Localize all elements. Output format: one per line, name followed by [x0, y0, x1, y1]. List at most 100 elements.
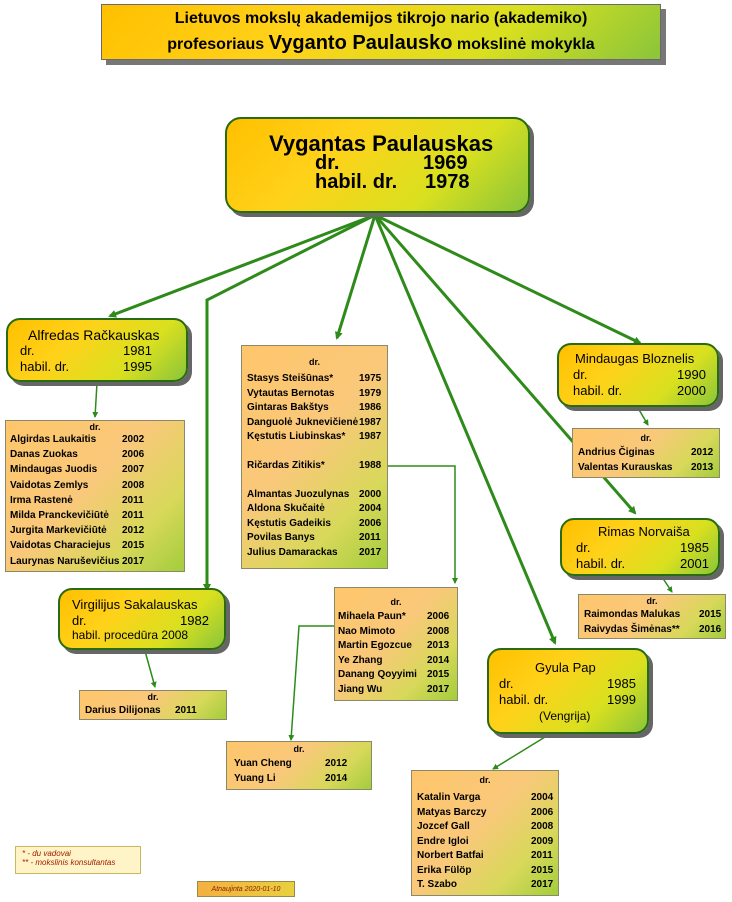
student-name: Jurgita Markevičiūtė [10, 525, 107, 537]
student-year: 2012 [122, 525, 145, 537]
student-year: 1987 [359, 431, 382, 443]
title-line-2: profesoriaus Vyganto Paulausko mokslinė … [102, 32, 660, 55]
student-year: 2012 [691, 447, 714, 458]
student-year: 2015 [122, 540, 145, 552]
pap-node: Gyula Pap dr. 1985 habil. dr. 1999 (Veng… [487, 648, 649, 734]
student-name: Raivydas Šimėnas** [584, 623, 680, 635]
bloznelis-name: Mindaugas Bloznelis [575, 351, 695, 366]
student-name: Endre Igloi [417, 835, 469, 847]
student-year: 2017 [427, 684, 450, 695]
pap-name: Gyula Pap [535, 660, 596, 675]
bloznelis-node: Mindaugas Bloznelis dr. 1990 habil. dr. … [557, 343, 719, 407]
student-year: 2013 [691, 461, 714, 473]
student-name: Norbert Batfai [417, 850, 484, 861]
arrow-root-racka [108, 213, 376, 318]
arrow-zitikis-yuan [288, 625, 334, 741]
student-name: Mindaugas Juodis [10, 464, 98, 476]
legend-notes: * - du vadovai ** - mokslinis konsultant… [15, 846, 141, 874]
student-year: 2006 [122, 449, 145, 461]
student-year: 2014 [427, 654, 450, 666]
norvaisa-name: Rimas Norvaiša [598, 524, 690, 539]
student-name: Erika Fülöp [417, 864, 472, 876]
student-year: 2017 [122, 555, 145, 567]
student-name: Matyas Barczy [417, 806, 487, 818]
student-year: 2008 [427, 625, 450, 637]
student-name: Valentas Kurauskas [578, 461, 673, 473]
student-year: 2009 [531, 835, 554, 847]
student-name: Yuang Li [234, 772, 276, 784]
pap-habil-year: 1999 [607, 692, 636, 707]
arrow-root-center [334, 214, 377, 340]
student-name: Martin Egozcue [338, 640, 412, 652]
bloznelis-habil-label: habil. dr. [573, 383, 623, 398]
student-year: 2002 [122, 434, 145, 445]
racka-dr-year: 1981 [123, 343, 152, 358]
sakal-node: Virgilijus Sakalauskas dr. 1982 habil. p… [58, 588, 226, 650]
student-name: Danguolė Juknevičienė [247, 416, 359, 428]
student-year: 2006 [531, 806, 554, 818]
student-name: Katalin Varga [417, 792, 481, 803]
student-name: Aldona Skučaitė [247, 503, 325, 515]
student-name: T. Szabo [417, 879, 458, 890]
note-scientific-consultant: ** - mokslinis konsultantas [22, 858, 116, 867]
student-name: Ričardas Zitikis* [247, 460, 325, 471]
student-name: Nao Mimoto [338, 625, 396, 637]
student-name: Raimondas Malukas [584, 609, 681, 620]
norvaisa-dr-year: 1985 [680, 540, 709, 555]
student-year: 2000 [359, 488, 382, 500]
student-year: 2004 [531, 792, 554, 803]
student-year: 2017 [531, 879, 554, 890]
student-name: Kęstutis Gadeikis [247, 517, 331, 529]
updated-date: Atnaujinta 2020-01-10 [197, 881, 295, 897]
student-name: Vaidotas Zemlys [10, 479, 89, 491]
norvaisa-dr-label: dr. [576, 540, 591, 555]
sakal-dr-label: dr. [72, 613, 87, 628]
student-year: 2011 [359, 532, 381, 544]
student-year: 2015 [531, 864, 554, 876]
sakal-dr-year: 1982 [180, 613, 209, 628]
student-year: 1986 [359, 402, 382, 414]
root-dr-year: 1969 [423, 152, 468, 174]
student-name: Ye Zhang [338, 654, 383, 666]
student-year: 2015 [427, 669, 450, 681]
student-name: Vytautas Bernotas [247, 387, 335, 399]
student-name: Algirdas Laukaitis [10, 434, 97, 445]
norvaisa-habil-label: habil. dr. [576, 556, 626, 571]
student-name: Povilas Banys [247, 532, 315, 544]
arrow-bloznelis-list [637, 407, 649, 426]
pap-dr-year: 1985 [607, 676, 636, 691]
arrow-racka-list [92, 382, 99, 418]
student-year: 1975 [359, 373, 382, 384]
student-name: Jiang Wu [338, 684, 383, 695]
norvaisa-students-header: dr. [646, 596, 658, 606]
center-students-header: dr. [308, 357, 320, 367]
student-year: 2006 [427, 611, 450, 622]
racka-name: Alfredas Račkauskas [28, 327, 160, 343]
student-year: 2016 [699, 623, 722, 635]
arrow-root-sakal [203, 213, 376, 592]
title-line-1: Lietuvos mokslų akademijos tikrojo nario… [174, 10, 588, 27]
norvaisa-node: Rimas Norvaiša dr. 1985 habil. dr. 2001 [560, 518, 720, 576]
pap-habil-label: habil. dr. [499, 692, 549, 707]
student-name: Mihaela Paun* [338, 611, 406, 622]
student-name: Jozcef Gall [417, 821, 470, 832]
student-year: 2011 [122, 494, 144, 506]
arrow-sakal-list [144, 650, 157, 688]
racka-node: Alfredas Račkauskas dr. 1981 habil. dr. … [6, 318, 188, 382]
student-name: Almantas Juozulynas [247, 488, 350, 500]
student-year: 2011 [175, 705, 197, 716]
bloznelis-dr-label: dr. [573, 367, 588, 382]
root-habil-label: habil. dr. [315, 171, 398, 193]
bloznelis-dr-year: 1990 [677, 367, 706, 382]
norvaisa-habil-year: 2001 [680, 556, 709, 571]
student-name: Danang Qoyyimi [338, 669, 417, 681]
student-name: Irma Rastenė [10, 494, 73, 506]
student-year: 2014 [325, 772, 348, 784]
